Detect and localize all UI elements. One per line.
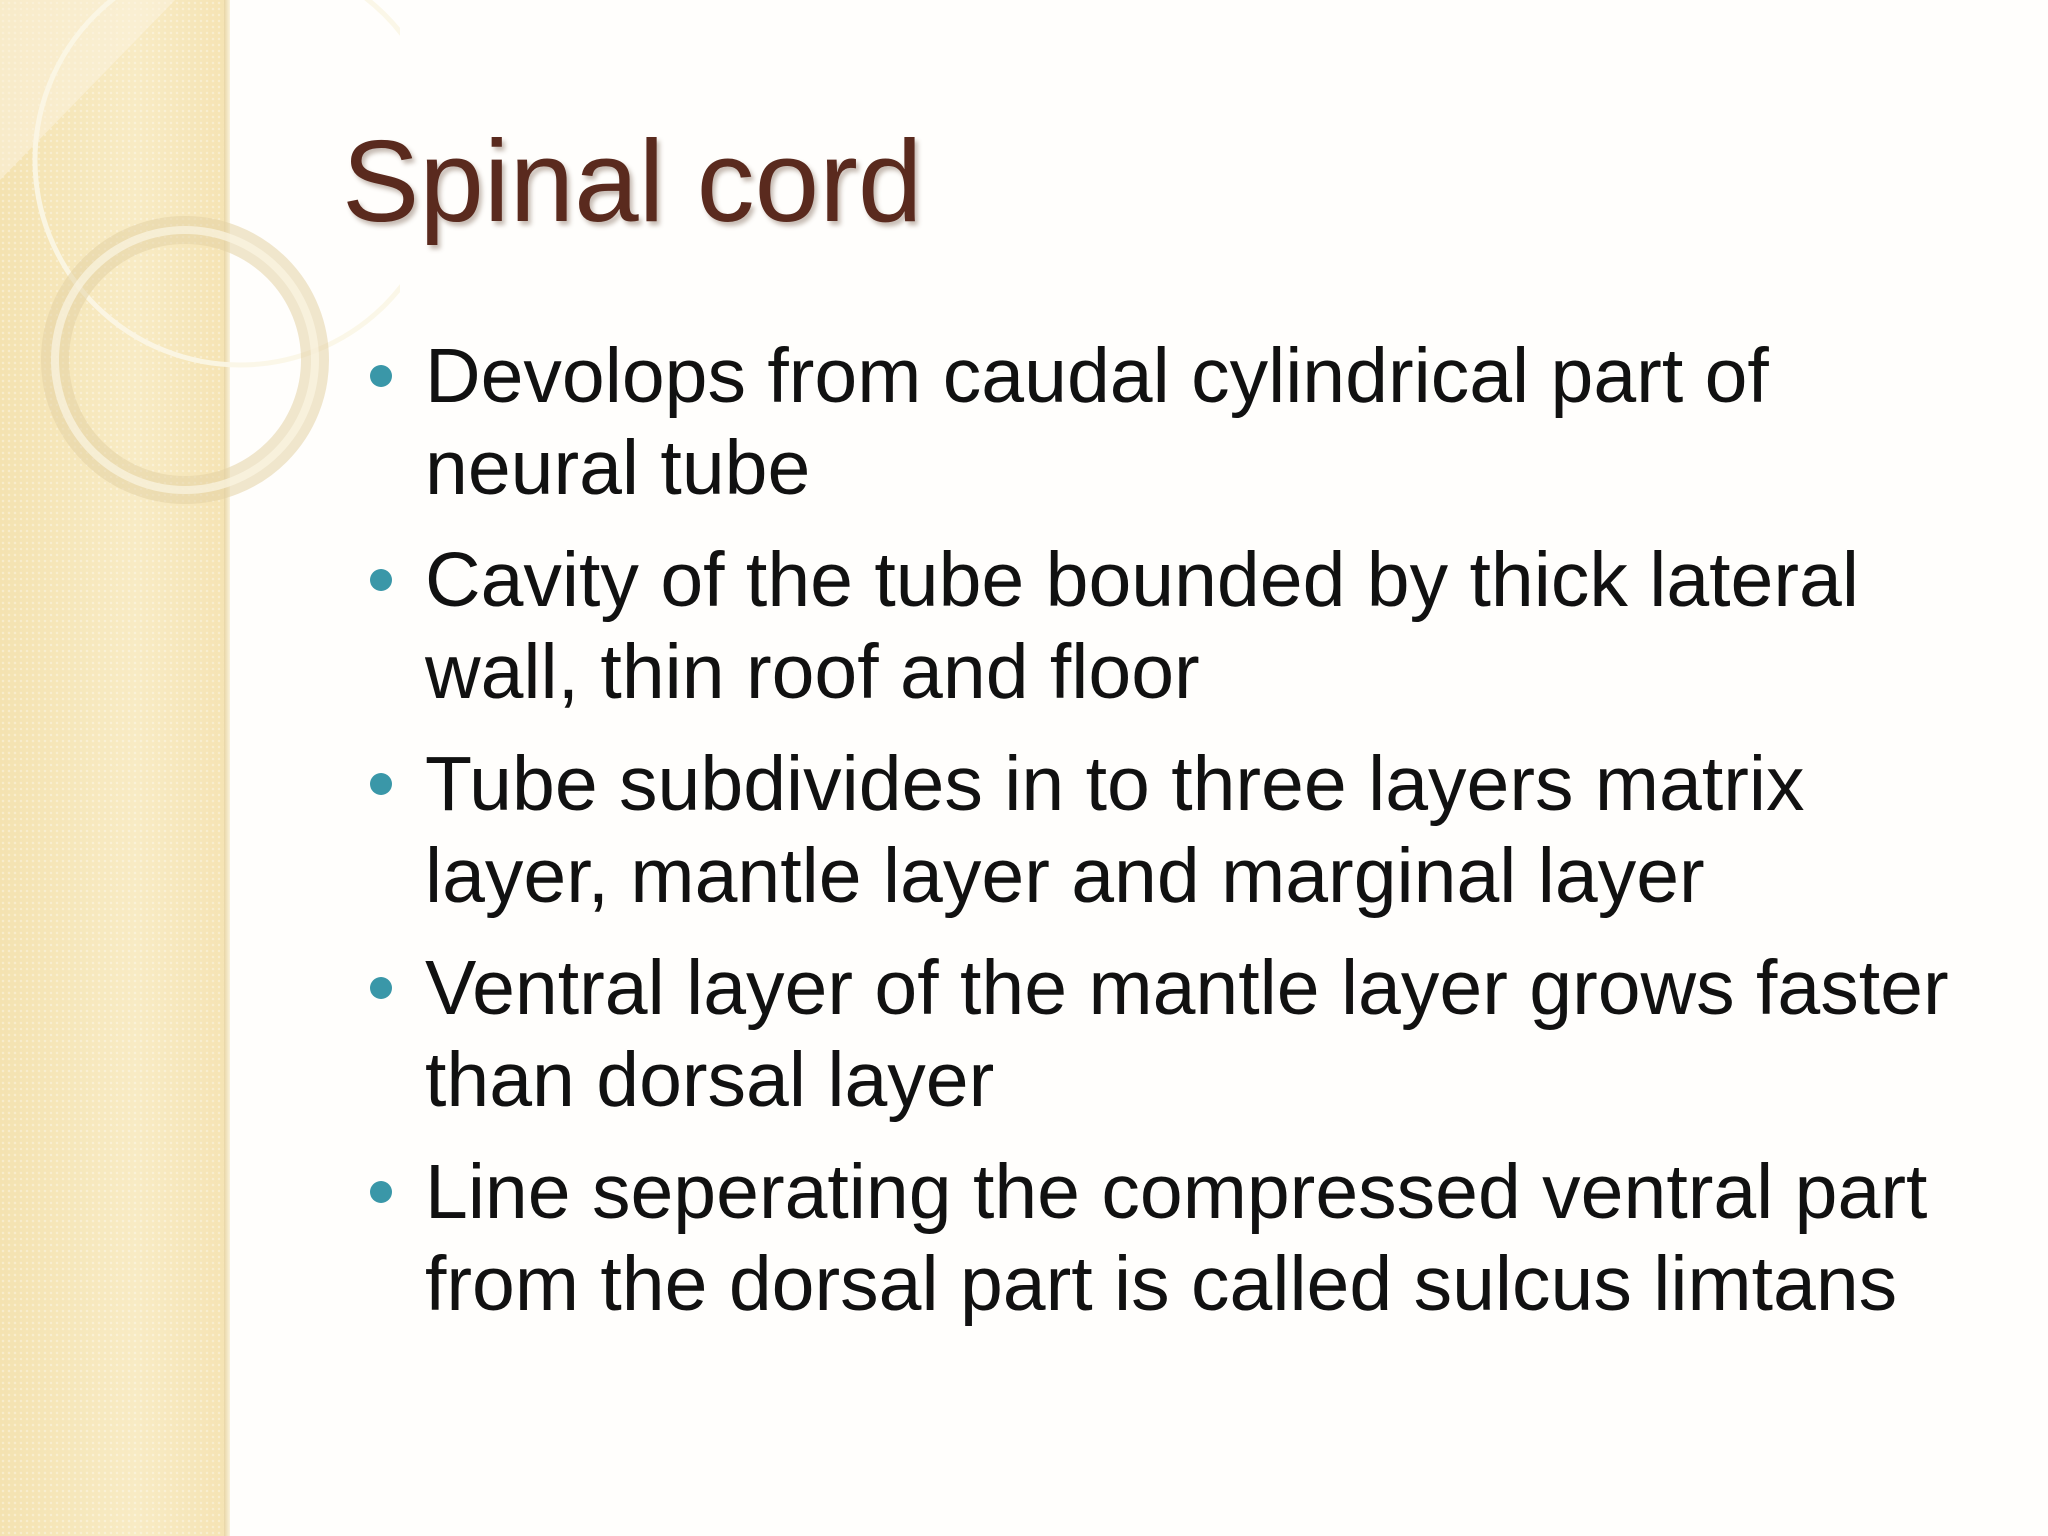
bullet-marker-icon — [370, 569, 392, 591]
bullet-text: Cavity of the tube bounded by thick late… — [425, 537, 1859, 715]
bullet-item: Devolops from caudal cylindrical part of… — [0, 330, 1995, 514]
bullet-text: Tube subdivides in to three layers matri… — [425, 741, 1805, 919]
bullet-text: Ventral layer of the mantle layer grows … — [425, 945, 1949, 1123]
side-band-edge — [224, 0, 230, 1536]
bullet-item: Ventral layer of the mantle layer grows … — [0, 942, 1995, 1126]
bullet-marker-icon — [370, 1181, 392, 1203]
bullet-marker-icon — [370, 977, 392, 999]
bullet-text: Line seperating the compressed ventral p… — [425, 1149, 1928, 1327]
bullet-item: Line seperating the compressed ventral p… — [0, 1146, 1995, 1330]
bullet-list: Devolops from caudal cylindrical part of… — [0, 330, 2048, 1350]
bullet-marker-icon — [370, 773, 392, 795]
bullet-text: Devolops from caudal cylindrical part of… — [425, 333, 1769, 511]
bullet-marker-icon — [370, 365, 392, 387]
slide-title: Spinal cord — [342, 116, 923, 246]
bullet-item: Tube subdivides in to three layers matri… — [0, 738, 1995, 922]
bullet-item: Cavity of the tube bounded by thick late… — [0, 534, 1995, 718]
